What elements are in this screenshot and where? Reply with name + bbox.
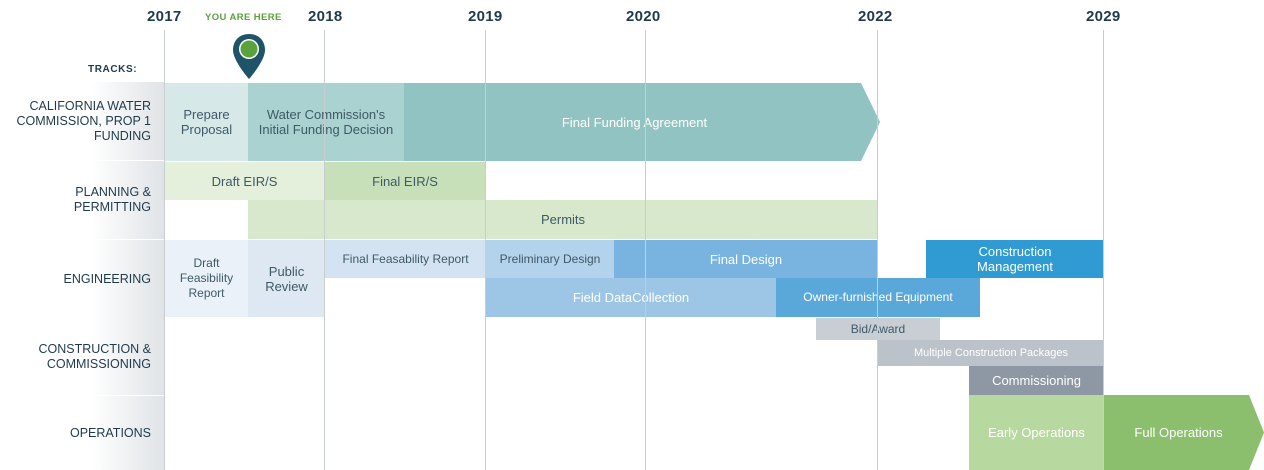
bar-preliminary-design: Preliminary Design xyxy=(486,240,614,278)
track-bg-construction xyxy=(0,318,165,395)
gridline-2022 xyxy=(877,30,878,470)
track-label-funding: CALIFORNIA WATER COMMISSION, PROP 1 FUND… xyxy=(16,98,151,143)
location-pin-icon xyxy=(233,34,265,79)
track-bg-operations xyxy=(0,396,165,470)
bar-draft-feasibility: Draft Feasibility Report xyxy=(165,240,248,317)
track-label-construction: CONSTRUCTION & COMMISSIONING xyxy=(38,341,152,371)
bar-field-data-collection: Field DataCollection xyxy=(486,278,776,317)
gridline-2019 xyxy=(485,30,486,470)
bar-permits: Permits xyxy=(248,200,878,239)
bar-commissioning: Commissioning xyxy=(969,366,1104,395)
bar-initial-funding-decision: Water Commission's Initial Funding Decis… xyxy=(248,83,404,161)
track-label-planning: PLANNING & PERMITTING xyxy=(73,185,151,214)
you-are-here-label: YOU ARE HERE xyxy=(205,12,282,23)
bar-owner-furnished-equipment: Owner-furnished Equipment xyxy=(776,278,980,317)
track-bg-planning xyxy=(0,161,165,239)
bar-final-eir: Final EIR/S xyxy=(324,162,486,200)
bar-public-review: Public Review xyxy=(248,240,325,317)
bar-bid-award: Bid/Award xyxy=(816,318,940,340)
year-2017: 2017 xyxy=(147,8,182,25)
year-2018: 2018 xyxy=(308,8,343,25)
track-label-operations: OPERATIONS xyxy=(69,425,151,440)
year-2022: 2022 xyxy=(858,8,893,25)
gridline-2018 xyxy=(324,30,325,470)
tracks-label: TRACKS: xyxy=(88,64,138,75)
year-2020: 2020 xyxy=(626,8,661,25)
year-2019: 2019 xyxy=(468,8,503,25)
bar-full-operations: Full Operations xyxy=(1104,395,1264,470)
gridline-2029 xyxy=(1103,30,1104,470)
bar-final-design: Final Design xyxy=(614,240,878,278)
bar-draft-eir: Draft EIR/S xyxy=(165,162,324,200)
gridline-2017 xyxy=(164,30,165,470)
track-bg-engineering xyxy=(0,240,165,318)
bar-construction-management: Construction Management xyxy=(926,240,1104,278)
bar-final-feasibility: Final Feasability Report xyxy=(325,240,486,278)
year-2029: 2029 xyxy=(1086,8,1121,25)
bar-final-funding-agreement: Final Funding Agreement xyxy=(404,83,880,161)
bar-early-operations: Early Operations xyxy=(969,395,1104,470)
gridline-2020 xyxy=(645,30,646,470)
track-bg-funding xyxy=(0,82,165,160)
bar-prepare-proposal: Prepare Proposal xyxy=(165,83,248,161)
track-label-engineering: ENGINEERING xyxy=(63,271,151,286)
bar-construction-packages: Multiple Construction Packages xyxy=(878,340,1104,366)
